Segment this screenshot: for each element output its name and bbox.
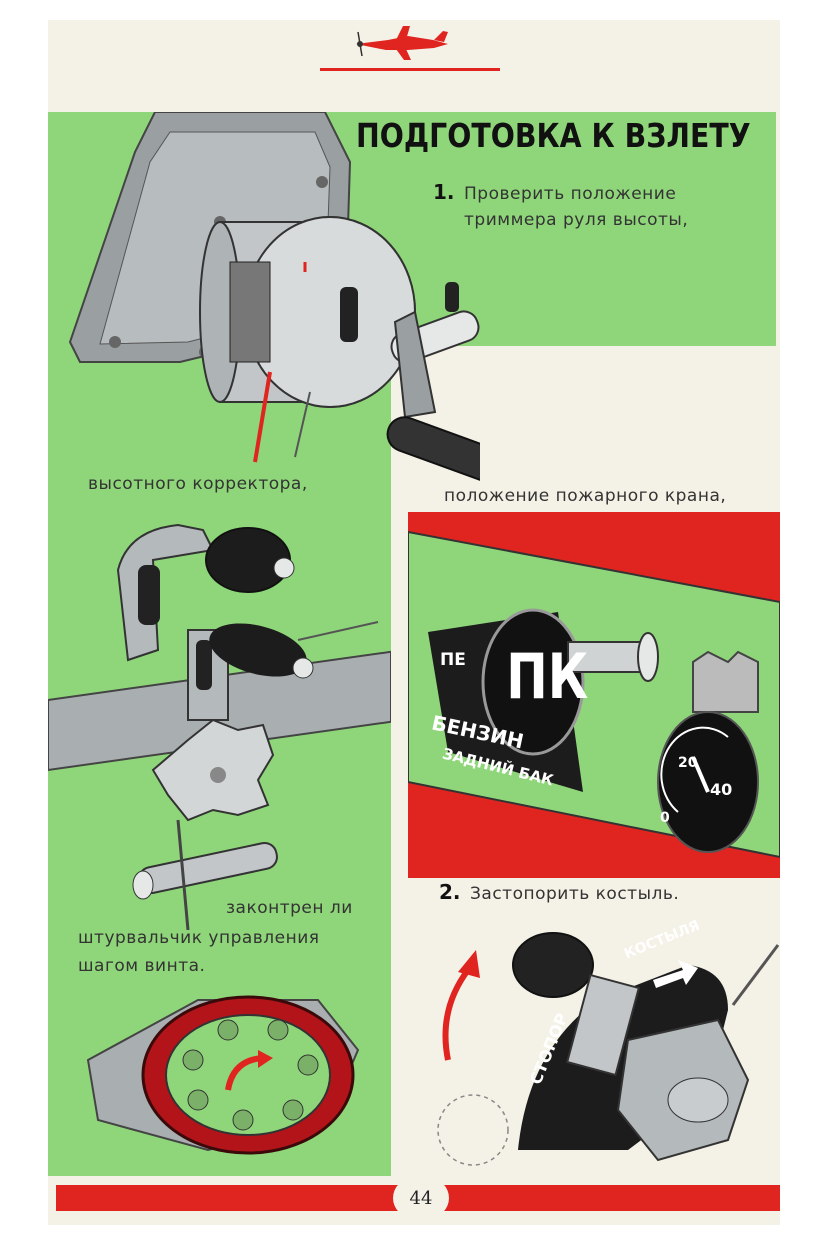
step2-text: Застопорить костыль. [470,884,680,904]
step1-text-line2: триммера руля высоты, [464,210,689,230]
trimmer-wheel-illustration [68,112,480,482]
step2-number: 2. [439,880,461,904]
airplane-icon [356,26,448,60]
valve-label-pe: ПЕ [440,650,466,670]
page-number: 44 [393,1178,449,1218]
step1-text-line1: Проверить положение [464,184,677,204]
altitude-corrector-illustration [48,523,391,931]
gauge-label-20: 20 [678,755,698,771]
caption-prop-line3: шагом винта. [78,956,206,976]
prop-pitch-lock-illustration [86,995,360,1155]
fire-valve-illustration [408,512,780,878]
caption-prop-line1: законтрен ли [226,898,353,918]
tail-lock-illustration [437,932,780,1166]
step1-number: 1. [433,180,455,204]
book-page: ПОДГОТОВКА К ВЗЛЕТУ 1. Проверить положен… [48,20,780,1225]
page-title: ПОДГОТОВКА К ВЗЛЕТУ [356,116,751,155]
gauge-label-40: 40 [710,780,733,799]
valve-label-pk: ПК [506,640,589,713]
caption-altitude-corrector: высотного корректора, [88,474,308,494]
caption-prop-line2: штурвальчик управления [78,928,320,948]
header-rule [320,68,500,71]
gauge-label-0: 0 [660,810,670,826]
caption-fire-valve: положение пожарного крана, [444,486,727,506]
